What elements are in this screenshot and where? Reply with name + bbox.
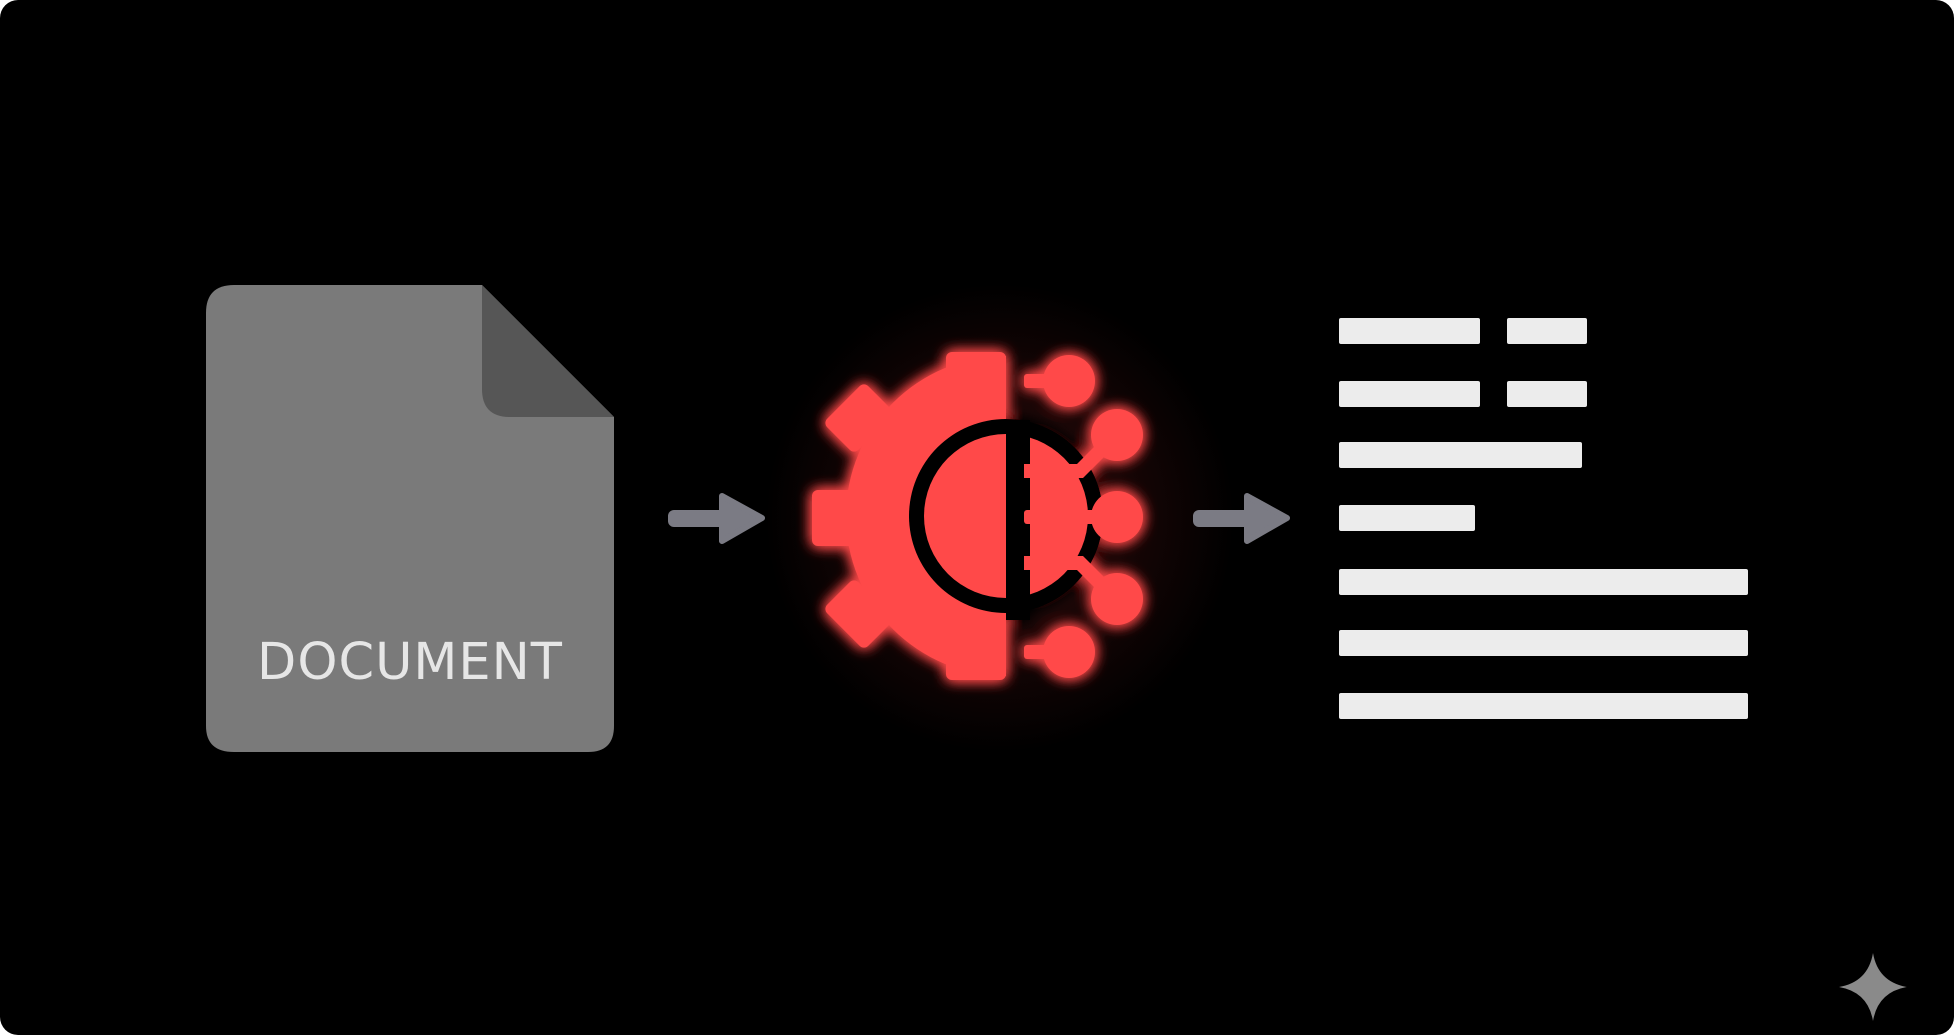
sparkle-icon bbox=[1839, 953, 1907, 1021]
output-line bbox=[1339, 505, 1475, 531]
document-icon bbox=[206, 285, 614, 752]
document-label: DOCUMENT bbox=[257, 633, 563, 692]
gear-circuit-ai-icon bbox=[765, 283, 1235, 753]
arrow-right-icon bbox=[1193, 493, 1290, 544]
output-line bbox=[1339, 569, 1748, 595]
output-line bbox=[1339, 318, 1480, 344]
output-line bbox=[1339, 381, 1480, 407]
output-line bbox=[1507, 381, 1587, 407]
output-line bbox=[1339, 630, 1748, 656]
output-line bbox=[1339, 693, 1748, 719]
output-line bbox=[1339, 442, 1582, 468]
output-line bbox=[1507, 318, 1587, 344]
arrow-right-icon bbox=[668, 493, 765, 544]
structured-text-lines-icon bbox=[1339, 318, 1748, 719]
circuit-traces bbox=[1024, 355, 1143, 678]
